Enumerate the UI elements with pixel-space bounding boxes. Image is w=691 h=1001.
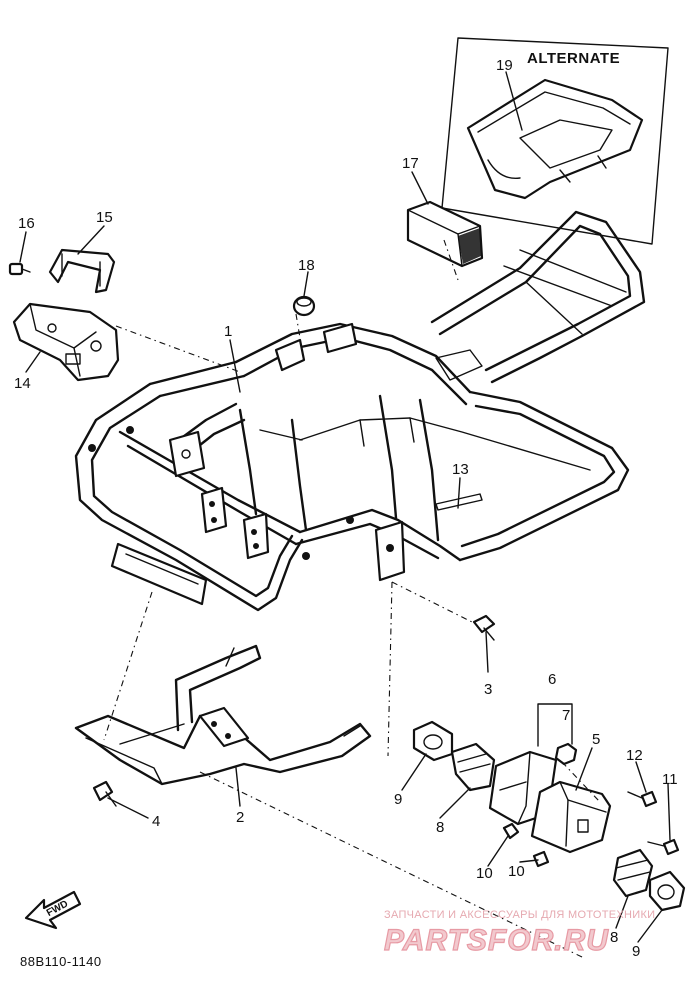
part-16-bolt <box>8 262 31 276</box>
part-11-bolt <box>647 838 680 856</box>
part-12-bolt <box>627 790 658 808</box>
callout-8-right: 8 <box>610 929 618 946</box>
callout-4: 4 <box>152 813 160 830</box>
callout-9-left: 9 <box>394 791 402 808</box>
part-8-boot-left <box>450 742 496 792</box>
callout-10-left: 10 <box>476 865 493 882</box>
part-3-bolt <box>472 614 496 641</box>
callout-8-left: 8 <box>436 819 444 836</box>
callout-13: 13 <box>452 461 469 478</box>
callout-15: 15 <box>96 209 113 226</box>
part-5-housing <box>530 780 612 854</box>
callout-11: 11 <box>662 771 678 788</box>
callouts: 1 2 3 4 5 6 7 8 8 9 9 10 10 11 12 13 14 … <box>14 57 678 960</box>
callout-7: 7 <box>562 707 570 724</box>
part-14-bracket <box>12 302 120 382</box>
part-9-gasket-left <box>412 720 454 762</box>
watermark: ЗАПЧАСТИ И АКСЕССУАРЫ ДЛЯ МОТОТЕХНИКИ PA… <box>383 909 655 958</box>
callout-12: 12 <box>626 747 643 764</box>
alternate-label: ALTERNATE <box>527 50 620 67</box>
part-8-boot-right <box>612 848 654 898</box>
part-13-band <box>435 493 483 511</box>
part-7-nut <box>554 742 578 766</box>
part-10-bolt-b <box>532 850 550 868</box>
part-10-bolt-a <box>502 822 520 840</box>
callout-16: 16 <box>18 215 35 232</box>
watermark-brand: PARTSFOR.RU <box>384 924 609 957</box>
callout-10-right: 10 <box>508 863 525 880</box>
callout-3: 3 <box>484 681 492 698</box>
fwd-arrow: FWD <box>24 890 82 930</box>
part-4-bolt <box>92 780 117 807</box>
callout-6: 6 <box>548 671 556 688</box>
callout-18: 18 <box>298 257 315 274</box>
part-18-rubber <box>292 295 316 317</box>
callout-2: 2 <box>236 809 244 826</box>
drawing-code: 88B110-1140 <box>20 954 102 969</box>
alternate-box: ALTERNATE <box>441 37 669 245</box>
part-15-handle <box>48 248 116 294</box>
callout-19: 19 <box>496 57 513 74</box>
watermark-tagline: ЗАПЧАСТИ И АКСЕССУАРЫ ДЛЯ МОТОТЕХНИКИ <box>384 909 655 921</box>
assembly-lines <box>103 239 601 959</box>
callout-17: 17 <box>402 155 419 172</box>
callout-9-right: 9 <box>632 943 640 960</box>
part-2-subframe <box>74 644 372 786</box>
part-19-seat-pad <box>466 78 644 200</box>
leader-lines <box>19 71 671 943</box>
part-9-gasket-right <box>648 870 686 912</box>
callout-5: 5 <box>592 731 600 748</box>
callout-14: 14 <box>14 375 31 392</box>
part-17-block <box>406 200 484 268</box>
callout-1: 1 <box>224 323 232 340</box>
part-1-main-frame <box>74 210 646 612</box>
